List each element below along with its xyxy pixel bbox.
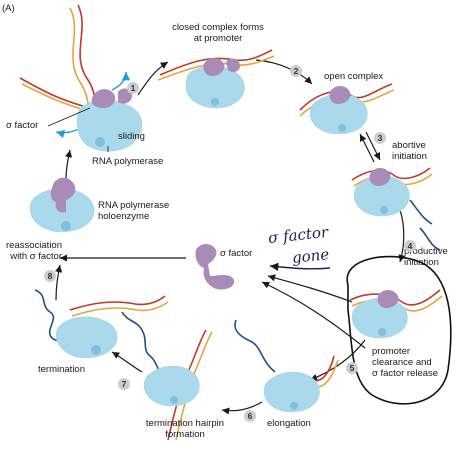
dna-abortive — [351, 167, 431, 181]
label-closed-complex: closed complex forms at promoter — [172, 22, 264, 44]
step-badge-2: 2 — [290, 65, 302, 77]
arrow-holo-to-sliding — [65, 149, 73, 181]
step-badge-3: 3 — [374, 132, 386, 144]
sigma-sliding — [91, 89, 116, 108]
annotation-arrow — [269, 262, 331, 272]
sigma-abortive — [369, 168, 391, 186]
sigma-factors — [50, 58, 399, 308]
arrow-step-3-forward — [365, 131, 381, 161]
pol-hairpin — [143, 365, 200, 407]
arrow-step-7 — [111, 351, 143, 373]
label-open-complex: open complex — [324, 71, 384, 82]
step-badge-6: 6 — [244, 410, 256, 422]
panel-label: (A) — [2, 3, 15, 14]
polymerases — [29, 65, 410, 413]
label-elongation: elongation — [267, 418, 311, 429]
step-badge-5: 5 — [346, 362, 358, 374]
polymerase-clefts — [61, 98, 388, 410]
sigma-open — [329, 86, 351, 104]
arrow-step-4-to-sigma — [261, 281, 366, 349]
sigma-holoenzyme — [50, 177, 76, 213]
pol-closed — [185, 65, 245, 109]
arrow-step-2 — [255, 59, 313, 85]
label-rna-polymerase: RNA polymerase — [92, 156, 164, 167]
label-abortive-initiation: abortive initiation — [392, 140, 427, 162]
sigma-leader-line — [47, 107, 91, 127]
arrow-step-1 — [137, 61, 169, 96]
pol-sliding — [76, 99, 143, 152]
rna-productive — [419, 227, 441, 251]
pol-clearance — [351, 297, 408, 339]
step-badge-8: 8 — [44, 270, 56, 282]
label-sliding: sliding — [118, 131, 145, 142]
arrow-step-6 — [221, 401, 263, 415]
pol-open — [309, 93, 368, 135]
sigma-closed — [203, 58, 225, 76]
step-badge-7: 7 — [118, 378, 130, 390]
sliding-arrow-right — [111, 71, 131, 91]
arrow-step-8 — [55, 264, 63, 301]
label-holoenzyme: RNA polymerase holoenzyme — [98, 200, 170, 222]
dna-clearance — [349, 289, 441, 306]
label-reassociation: reassociation with σ factor — [6, 240, 62, 262]
dna-sliding-left — [19, 77, 91, 109]
label-sigma-free: σ factor — [220, 248, 253, 259]
sigma-clearance — [377, 290, 399, 308]
label-termination-hairpin: termination hairpin formation — [145, 418, 225, 440]
pol-elongation — [263, 371, 320, 413]
rna-abortive — [409, 199, 433, 225]
arrow-step-3-back — [359, 133, 375, 163]
pol-abortive — [353, 175, 410, 217]
label-productive-initiation: productive initiation — [404, 246, 448, 268]
step-badge-4: 4 — [404, 240, 416, 252]
arrow-sigma-release — [267, 274, 353, 303]
label-termination: termination — [38, 364, 85, 375]
label-sigma-factor: σ factor — [6, 120, 39, 131]
annotation-loop — [346, 255, 452, 405]
sigma-free — [195, 244, 235, 290]
pol-released — [55, 316, 118, 359]
rna-elongation — [234, 319, 276, 373]
dna-released — [69, 295, 166, 311]
step-badge-1: 1 — [127, 82, 139, 94]
label-promoter-clearance: promoter clearance and σ factor release — [372, 346, 439, 379]
